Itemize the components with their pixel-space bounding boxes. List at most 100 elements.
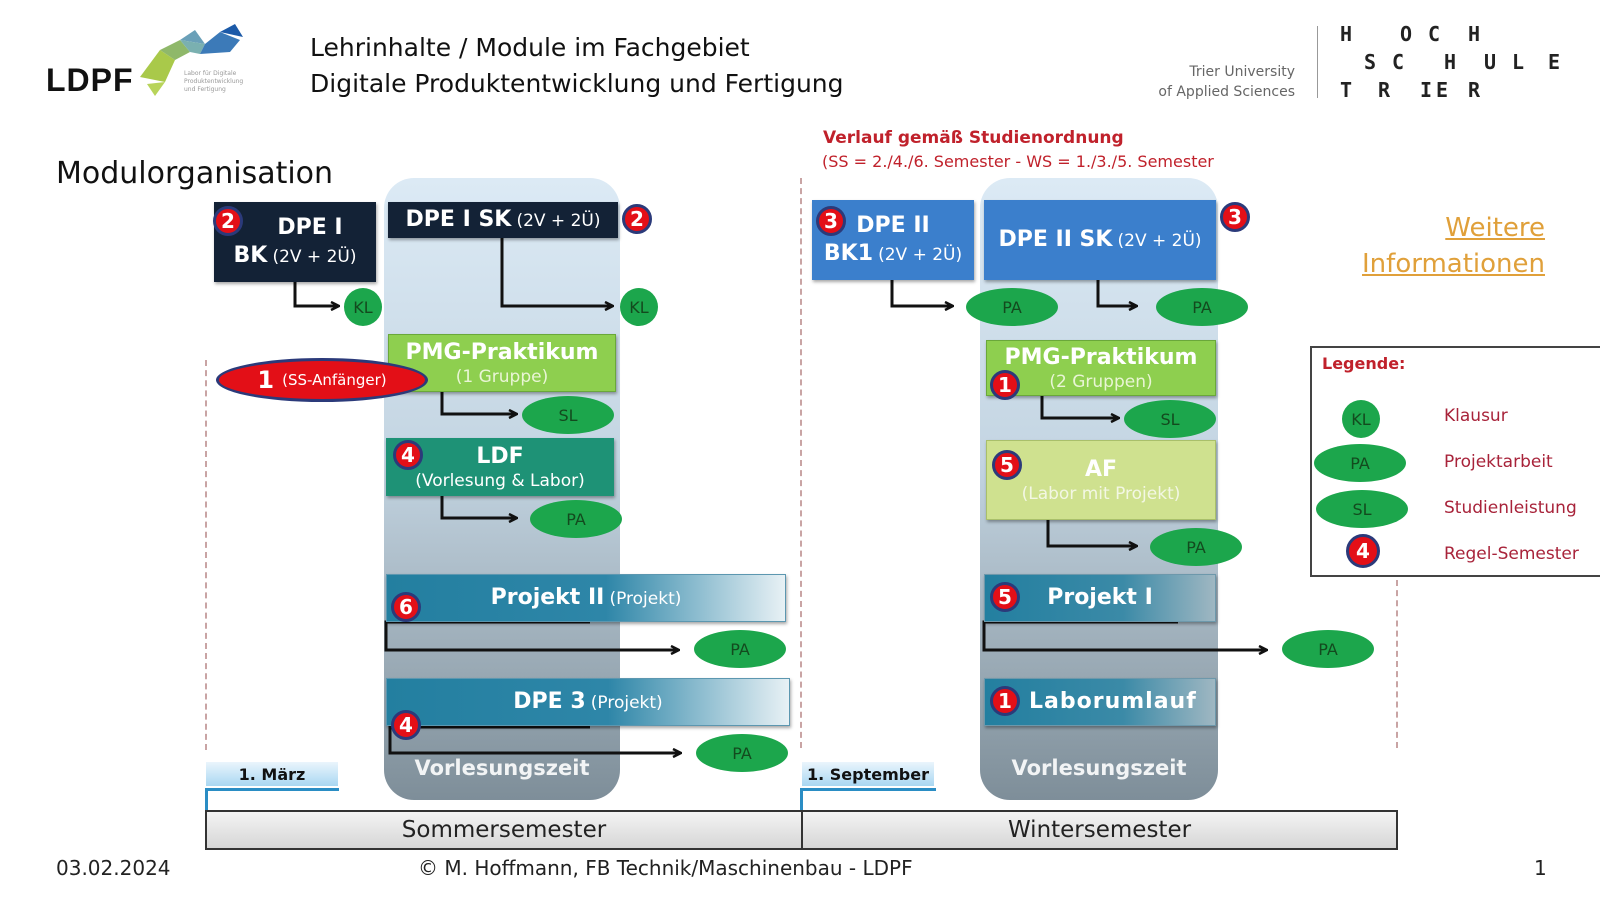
module-title: Laborumlauf	[1029, 689, 1197, 714]
university-name: Trier University of Applied Sciences	[1115, 62, 1295, 102]
summer-start-marker-vertical	[205, 788, 208, 824]
more-info-link-line-1[interactable]: Weitere	[1445, 213, 1545, 243]
module-hours: (2V + 2Ü)	[516, 211, 601, 231]
module-title: Projekt II	[490, 585, 605, 610]
module-hours: (2V + 2Ü)	[1117, 231, 1202, 251]
semester-badge: 5	[992, 450, 1022, 480]
assessment-kl: KL	[620, 288, 658, 326]
module-title: PMG-Praktikum	[405, 340, 599, 365]
module-projekt1[interactable]: Projekt I	[984, 574, 1216, 622]
assessment-pa: PA	[1156, 288, 1248, 326]
summer-start-guide	[205, 360, 207, 750]
logo-letter: S	[1364, 50, 1377, 74]
university-line-1: Trier University	[1189, 64, 1295, 80]
legend-symbol-semester: 4	[1346, 534, 1380, 568]
summer-start-marker	[205, 788, 339, 791]
winter-start-marker	[800, 788, 936, 791]
module-title: DPE II	[856, 213, 930, 238]
assessment-pa: PA	[1150, 528, 1242, 566]
legend-label: Regel-Semester	[1444, 544, 1579, 564]
logo-letter: E	[1548, 50, 1561, 74]
module-title: Projekt I	[1047, 585, 1153, 610]
assessment-pa: PA	[530, 500, 622, 538]
university-line-2: of Applied Sciences	[1158, 84, 1295, 100]
module-af[interactable]: AF (Labor mit Projekt)	[986, 440, 1216, 520]
module-title: LDF	[476, 444, 524, 469]
summer-start-date: 1. März	[206, 762, 338, 786]
semester-badge: 4	[393, 440, 423, 470]
semester-badge: 4	[391, 710, 421, 740]
logo-letter: H	[1340, 22, 1353, 46]
semester-badge: 6	[391, 592, 421, 622]
page-number: 1	[1534, 856, 1547, 880]
arrow-dpe2-bk1	[890, 280, 952, 306]
winter-start-date: 1. September	[802, 762, 934, 786]
logo-letter: H	[1444, 50, 1457, 74]
winter-semester-bar: Wintersemester	[801, 810, 1398, 850]
module-subtitle: (Vorlesung & Labor)	[415, 471, 585, 491]
beginner-badge-number: 1	[257, 366, 275, 394]
summer-semester-bar: Sommersemester	[205, 810, 803, 850]
curriculum-note-title: Verlauf gemäß Studienordnung	[823, 128, 1124, 148]
module-title: DPE I SK	[405, 207, 512, 232]
logo-letter: H	[1468, 22, 1481, 46]
semester-badge: 3	[816, 206, 846, 236]
ldpf-logo-subtext: Labor für Digitale Produktentwicklung un…	[184, 70, 244, 93]
module-title: DPE I	[277, 215, 343, 240]
ldpf-logo-text: LDPF	[46, 62, 134, 98]
assessment-pa: PA	[1282, 630, 1374, 668]
module-subtitle: (1 Gruppe)	[455, 367, 549, 387]
beginner-badge: 1 (SS-Anfänger)	[216, 358, 428, 402]
footer-date: 03.02.2024	[56, 856, 171, 880]
logo-divider	[1317, 26, 1318, 98]
more-info-link-line-2[interactable]: Informationen	[1362, 249, 1545, 279]
curriculum-note-detail: (SS = 2./4./6. Semester - WS = 1./3./5. …	[822, 152, 1214, 171]
legend-label: Projektarbeit	[1444, 452, 1553, 472]
summer-lecture-label: Vorlesungszeit	[414, 756, 590, 780]
module-subtitle: (2 Gruppen)	[1049, 372, 1153, 392]
module-subtitle: BK1 (2V + 2Ü)	[824, 240, 962, 268]
module-code: BK1	[823, 241, 873, 266]
title-line-2: Digitale Produktentwicklung und Fertigun…	[310, 69, 844, 98]
legend-label: Klausur	[1444, 406, 1508, 426]
logo-letter: O	[1400, 22, 1413, 46]
assessment-pa: PA	[696, 734, 788, 772]
assessment-kl: KL	[344, 288, 382, 326]
module-type: (Projekt)	[590, 693, 663, 713]
semester-badge: 2	[213, 206, 243, 236]
more-info-link[interactable]: Weitere Informationen	[1340, 210, 1545, 282]
logo-letter: C	[1392, 50, 1405, 74]
module-code: BK	[233, 243, 268, 268]
module-ldf[interactable]: LDF (Vorlesung & Labor)	[386, 438, 614, 496]
legend-title: Legende:	[1322, 354, 1406, 373]
module-subtitle: (Labor mit Projekt)	[1021, 484, 1181, 504]
beginner-badge-label: (SS-Anfänger)	[282, 371, 387, 389]
semester-badge: 1	[990, 370, 1020, 400]
semester-badge: 3	[1220, 202, 1250, 232]
module-dpe1-sk[interactable]: DPE I SK (2V + 2Ü)	[388, 202, 618, 238]
logo-letter: T	[1340, 78, 1353, 102]
module-title: DPE 3	[513, 689, 586, 714]
legend-symbol-pa: PA	[1314, 444, 1406, 482]
semester-badge: 5	[990, 582, 1020, 612]
module-title: DPE II SK	[998, 227, 1113, 252]
module-laborumlauf[interactable]: Laborumlauf	[984, 678, 1216, 726]
assessment-pa: PA	[966, 288, 1058, 326]
module-dpe2-bk1[interactable]: DPE II BK1 (2V + 2Ü)	[812, 200, 974, 280]
section-title: Modulorganisation	[56, 156, 334, 191]
module-pmg-praktikum-winter[interactable]: PMG-Praktikum (2 Gruppen)	[986, 340, 1216, 396]
legend-symbol-kl: KL	[1342, 400, 1380, 438]
logo-letter: E	[1436, 78, 1449, 102]
logo-letter: L	[1512, 50, 1525, 74]
assessment-pa: PA	[694, 630, 786, 668]
winter-start-guide	[800, 178, 802, 748]
module-dpe2-sk[interactable]: DPE II SK (2V + 2Ü)	[984, 200, 1216, 280]
module-dpe3[interactable]: DPE 3 (Projekt)	[386, 678, 790, 726]
module-title: PMG-Praktikum	[1004, 345, 1198, 370]
title-line-1: Lehrinhalte / Module im Fachgebiet	[310, 33, 750, 62]
logo-letter: U	[1484, 50, 1497, 74]
module-projekt2[interactable]: Projekt II (Projekt)	[386, 574, 786, 622]
page-title: Lehrinhalte / Module im Fachgebiet Digit…	[310, 30, 844, 102]
assessment-sl: SL	[1124, 400, 1216, 438]
winter-lecture-label: Vorlesungszeit	[1011, 756, 1187, 780]
